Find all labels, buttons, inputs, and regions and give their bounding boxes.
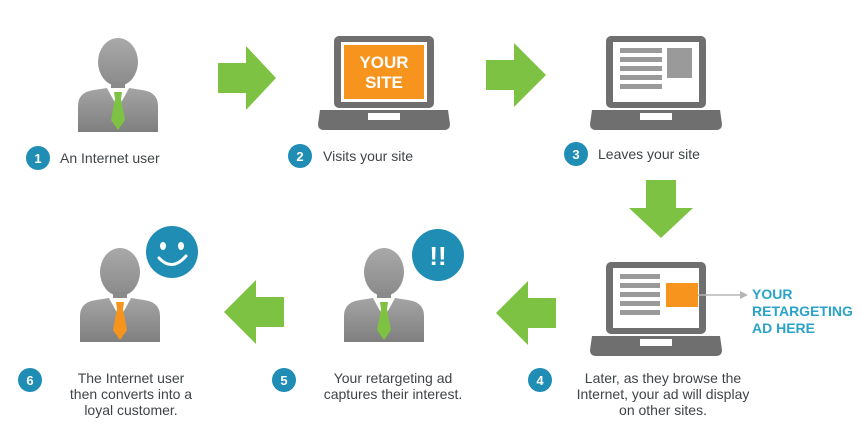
exclamation-icon: !! bbox=[412, 229, 464, 281]
step-number-1: 1 bbox=[34, 151, 41, 166]
step-number-badge-3: 3 bbox=[564, 142, 588, 166]
arrow-icon-left-2 bbox=[224, 280, 284, 344]
step-6-line-2: then converts into a bbox=[69, 386, 193, 402]
step-number-badge-6: 6 bbox=[18, 368, 42, 392]
step-label-5: Your retargeting ad captures their inter… bbox=[298, 370, 488, 402]
retargeting-ad-callout: YOUR RETARGETING AD HERE bbox=[752, 286, 853, 337]
callout-line-1: YOUR bbox=[752, 286, 793, 302]
step-4-line-2: Internet, your ad will display bbox=[576, 386, 750, 402]
laptop-icon-3 bbox=[590, 36, 722, 130]
callout-pointer bbox=[698, 291, 748, 299]
arrow-icon-left-1 bbox=[496, 281, 556, 345]
bubble-text: !! bbox=[429, 241, 446, 271]
arrow-icon-right-2 bbox=[486, 43, 546, 107]
arrow-icon-down bbox=[629, 180, 693, 238]
step-5-line-1: Your retargeting ad bbox=[333, 370, 453, 386]
step-1-line-1: An Internet user bbox=[60, 150, 160, 166]
smiley-icon bbox=[146, 226, 198, 278]
step-3-line-1: Leaves your site bbox=[598, 146, 700, 162]
step-number-badge-5: 5 bbox=[272, 368, 296, 392]
callout-line-3: AD HERE bbox=[752, 320, 816, 336]
step-label-3: Leaves your site bbox=[598, 146, 700, 162]
person-icon-1 bbox=[78, 38, 158, 132]
step-number-6: 6 bbox=[26, 373, 33, 388]
step-2-line-1: Visits your site bbox=[323, 148, 413, 164]
laptop-icon-4 bbox=[590, 262, 722, 356]
retargeting-ad-block bbox=[666, 283, 698, 307]
step-6-line-3: loyal customer. bbox=[84, 402, 178, 418]
person-icon-6 bbox=[80, 248, 160, 342]
arrow-icon-right-1 bbox=[218, 46, 276, 110]
step-number-badge-1: 1 bbox=[26, 146, 50, 170]
your-site-screen bbox=[344, 45, 424, 99]
step-number-2: 2 bbox=[296, 149, 303, 164]
step-label-6: The Internet user then converts into a l… bbox=[46, 370, 216, 418]
callout-line-2: RETARGETING bbox=[752, 303, 853, 319]
step-number-3: 3 bbox=[572, 147, 579, 162]
screen-text-line-2: SITE bbox=[365, 73, 403, 92]
laptop-icon-2: YOUR SITE bbox=[318, 36, 450, 130]
step-label-4: Later, as they browse the Internet, your… bbox=[556, 370, 770, 418]
step-number-4: 4 bbox=[536, 373, 544, 388]
step-label-2: Visits your site bbox=[323, 148, 413, 164]
step-5-line-2: captures their interest. bbox=[323, 386, 463, 402]
step-number-5: 5 bbox=[280, 373, 287, 388]
step-number-badge-2: 2 bbox=[288, 144, 312, 168]
step-6-line-1: The Internet user bbox=[77, 370, 185, 386]
step-4-line-1: Later, as they browse the bbox=[584, 370, 742, 386]
step-number-badge-4: 4 bbox=[528, 368, 552, 392]
screen-text-line-1: YOUR bbox=[359, 53, 408, 72]
person-icon-5 bbox=[344, 248, 424, 342]
step-4-line-3: on other sites. bbox=[619, 402, 707, 418]
step-label-1: An Internet user bbox=[60, 150, 160, 166]
